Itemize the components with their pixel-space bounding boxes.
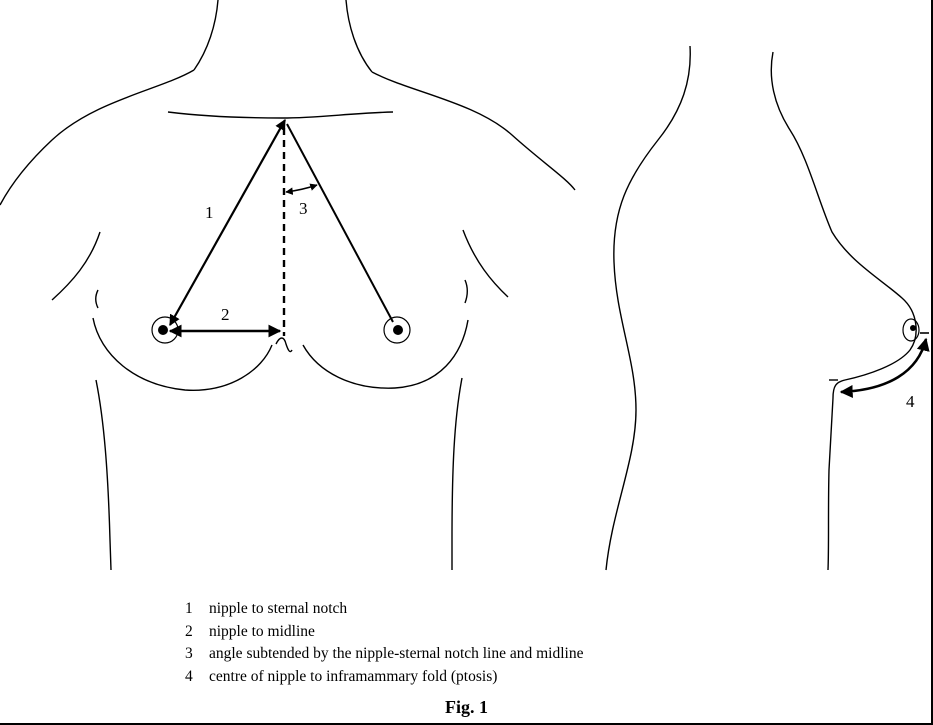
side-torso-outline: [605, 45, 917, 571]
back-profile-line: [605, 45, 691, 571]
legend-number: 4: [185, 667, 193, 685]
marker-4: 4: [906, 392, 915, 411]
right-arm-line: [462, 229, 509, 298]
right-nipple-sternal-line: [286, 123, 394, 323]
marker-3: 3: [299, 199, 308, 218]
front-torso-outline: [0, 0, 576, 571]
legend-item: 1 nipple to sternal notch: [185, 598, 583, 621]
right-shoulder-line: [371, 71, 576, 191]
legend-number: 3: [185, 645, 193, 662]
legend-text: centre of nipple to inframammary fold (p…: [209, 667, 498, 685]
legend-text: nipple to sternal notch: [209, 600, 348, 617]
sternal-cleft: [275, 337, 293, 353]
measure-3-arc: [285, 183, 318, 195]
measure-1-line: [169, 119, 286, 326]
left-axilla-fold: [95, 289, 99, 309]
clavicle-line: [167, 111, 394, 119]
legend-text: nipple to midline: [209, 622, 315, 640]
legend-text: angle subtended by the nipple-sternal no…: [209, 645, 584, 662]
left-torso-side: [95, 379, 112, 571]
left-breast-curve: [92, 317, 273, 391]
right-breast-curve: [302, 319, 469, 389]
measure-4-arc: [839, 337, 930, 398]
right-torso-side: [451, 377, 463, 570]
front-profile-line: [770, 51, 917, 571]
legend-number: 1: [185, 600, 193, 617]
figure-legend: 1 nipple to sternal notch 2 nipple to midl…: [185, 598, 583, 688]
neck-right-line: [345, 0, 373, 73]
marker-1: 1: [205, 203, 214, 222]
marker-2: 2: [221, 305, 230, 324]
figure-caption: Fig. 1: [445, 697, 488, 717]
neck-left-line: [193, 0, 219, 71]
right-axilla-fold: [464, 279, 468, 304]
legend-number: 2: [185, 622, 193, 640]
legend-item: 4 centre of nipple to inframammary fold (…: [185, 666, 583, 689]
left-shoulder-line: [0, 69, 195, 206]
right-nipple: [383, 316, 411, 344]
legend-item: 2 nipple to midline: [185, 621, 583, 644]
left-arm-line: [51, 231, 101, 301]
legend-item: 3 angle subtended by the nipple-sternal n…: [185, 643, 583, 666]
